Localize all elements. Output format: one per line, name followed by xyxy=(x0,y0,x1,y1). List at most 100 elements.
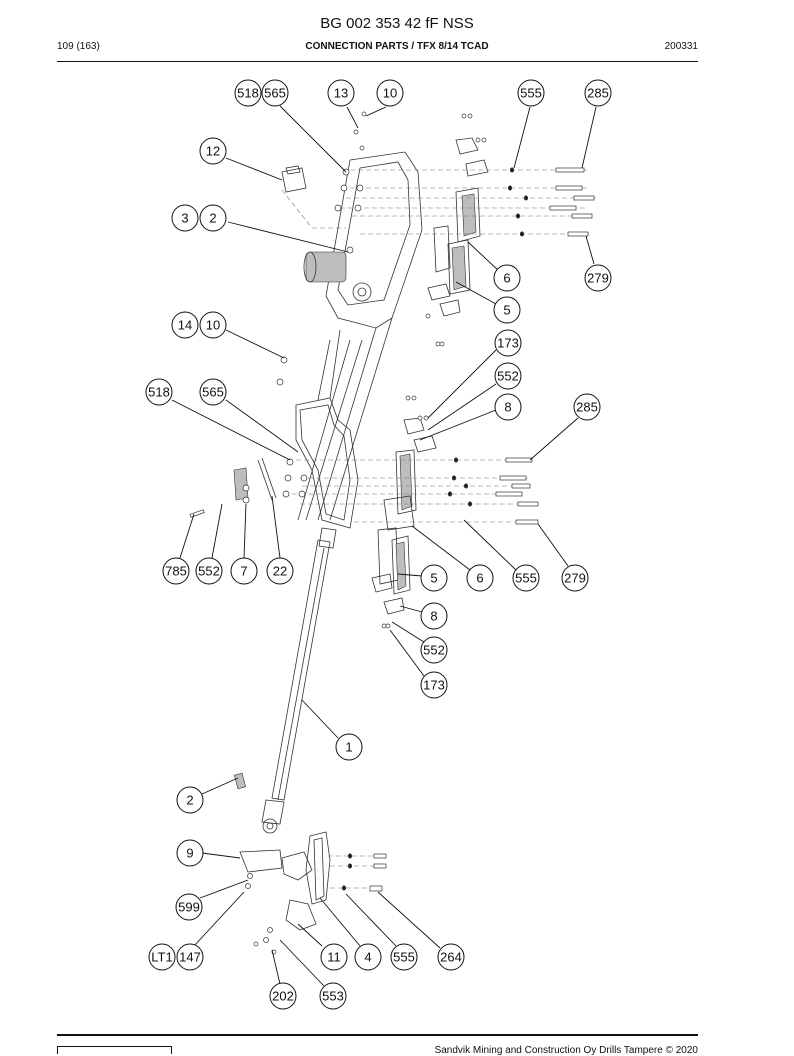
svg-text:279: 279 xyxy=(564,571,586,586)
leader-lines xyxy=(171,105,597,987)
svg-text:6: 6 xyxy=(476,571,483,586)
svg-text:565: 565 xyxy=(202,385,224,400)
feed-beam-assembly xyxy=(295,151,423,529)
svg-text:518: 518 xyxy=(237,86,259,101)
callout-552-lower: 552 xyxy=(420,636,448,664)
svg-text:2: 2 xyxy=(186,793,193,808)
callout-11: 11 xyxy=(320,943,348,971)
callout-555-middle: 555 xyxy=(512,564,540,592)
svg-text:13: 13 xyxy=(334,86,348,101)
footer-divider xyxy=(57,1034,698,1036)
svg-text:3: 3 xyxy=(181,211,188,226)
callout-14: 14 xyxy=(171,311,199,339)
svg-text:552: 552 xyxy=(423,643,445,658)
callout-1: 1 xyxy=(335,733,363,761)
callout-2-lower: 2 xyxy=(176,786,204,814)
callout-8-lower: 8 xyxy=(420,602,448,630)
assembly-axes xyxy=(281,169,596,889)
callout-6-upper: 6 xyxy=(493,264,521,292)
callout-22: 22 xyxy=(266,557,294,585)
callout-173-lower: 173 xyxy=(420,671,448,699)
svg-text:202: 202 xyxy=(272,989,294,1004)
callout-13: 13 xyxy=(327,79,355,107)
svg-text:279: 279 xyxy=(587,271,609,286)
svg-text:4: 4 xyxy=(364,950,371,965)
callout-LT1: LT1 xyxy=(148,943,176,971)
svg-text:599: 599 xyxy=(178,900,200,915)
svg-text:264: 264 xyxy=(440,950,462,965)
callout-5-lower: 5 xyxy=(420,564,448,592)
page-number: 109 (163) xyxy=(57,41,100,52)
callout-518-upper: 518 xyxy=(234,79,262,107)
svg-text:285: 285 xyxy=(587,86,609,101)
feed-cylinder xyxy=(233,527,337,834)
svg-text:10: 10 xyxy=(206,318,220,333)
callout-2-upper: 2 xyxy=(199,204,227,232)
callout-264: 264 xyxy=(437,943,465,971)
callout-285-upper: 285 xyxy=(584,79,612,107)
svg-text:552: 552 xyxy=(497,369,519,384)
callout-10-upper: 10 xyxy=(376,79,404,107)
svg-text:14: 14 xyxy=(178,318,192,333)
callout-785: 785 xyxy=(162,557,190,585)
callout-565-upper: 565 xyxy=(261,79,289,107)
svg-text:2: 2 xyxy=(209,211,216,226)
callout-3: 3 xyxy=(171,204,199,232)
svg-text:553: 553 xyxy=(322,989,344,1004)
lower-mounting-bracket xyxy=(239,831,331,931)
callout-5-upper: 5 xyxy=(493,296,521,324)
callout-8-upper: 8 xyxy=(494,393,522,421)
callout-518-middle: 518 xyxy=(145,378,173,406)
svg-text:LT1: LT1 xyxy=(151,950,172,965)
company-logo xyxy=(57,1046,172,1054)
svg-text:173: 173 xyxy=(497,336,519,351)
callout-552-upper: 552 xyxy=(494,362,522,390)
callout-4: 4 xyxy=(354,943,382,971)
section-title: CONNECTION PARTS / TFX 8/14 TCAD xyxy=(305,41,489,52)
header-divider xyxy=(57,61,698,62)
svg-text:10: 10 xyxy=(383,86,397,101)
svg-text:7: 7 xyxy=(240,564,247,579)
svg-text:518: 518 xyxy=(148,385,170,400)
svg-text:285: 285 xyxy=(576,400,598,415)
svg-text:555: 555 xyxy=(520,86,542,101)
svg-text:12: 12 xyxy=(206,144,220,159)
callout-12: 12 xyxy=(199,137,227,165)
callout-552-left: 552 xyxy=(195,557,223,585)
callout-285-lower: 285 xyxy=(573,393,601,421)
callout-10-middle: 10 xyxy=(199,311,227,339)
document-title: BG 002 353 42 fF NSS xyxy=(320,15,474,32)
svg-text:147: 147 xyxy=(179,950,201,965)
callout-599: 599 xyxy=(175,893,203,921)
callout-279-lower: 279 xyxy=(561,564,589,592)
callout-173-upper: 173 xyxy=(494,329,522,357)
svg-text:1: 1 xyxy=(345,740,352,755)
svg-text:5: 5 xyxy=(503,303,510,318)
svg-text:8: 8 xyxy=(504,400,511,415)
svg-text:555: 555 xyxy=(515,571,537,586)
callout-555-upper: 555 xyxy=(517,79,545,107)
upper-slide-pad-set xyxy=(427,137,489,317)
callout-565-middle: 565 xyxy=(199,378,227,406)
callout-553: 553 xyxy=(319,982,347,1010)
callout-7: 7 xyxy=(230,557,258,585)
svg-text:552: 552 xyxy=(198,564,220,579)
callout-279-upper: 279 xyxy=(584,264,612,292)
callout-9: 9 xyxy=(176,839,204,867)
svg-text:785: 785 xyxy=(165,564,187,579)
svg-text:11: 11 xyxy=(327,950,341,965)
revision-date: 200331 xyxy=(664,41,698,52)
callout-202: 202 xyxy=(269,982,297,1010)
svg-text:5: 5 xyxy=(430,571,437,586)
footer-copyright: Sandvik Mining and Construction Oy Drill… xyxy=(434,1045,698,1056)
svg-text:22: 22 xyxy=(273,564,287,579)
svg-text:9: 9 xyxy=(186,846,193,861)
callout-555-lower: 555 xyxy=(390,943,418,971)
small-components xyxy=(233,165,354,501)
svg-text:565: 565 xyxy=(264,86,286,101)
callout-147: 147 xyxy=(176,943,204,971)
svg-text:6: 6 xyxy=(503,271,510,286)
fasteners xyxy=(189,111,595,955)
svg-text:8: 8 xyxy=(430,609,437,624)
